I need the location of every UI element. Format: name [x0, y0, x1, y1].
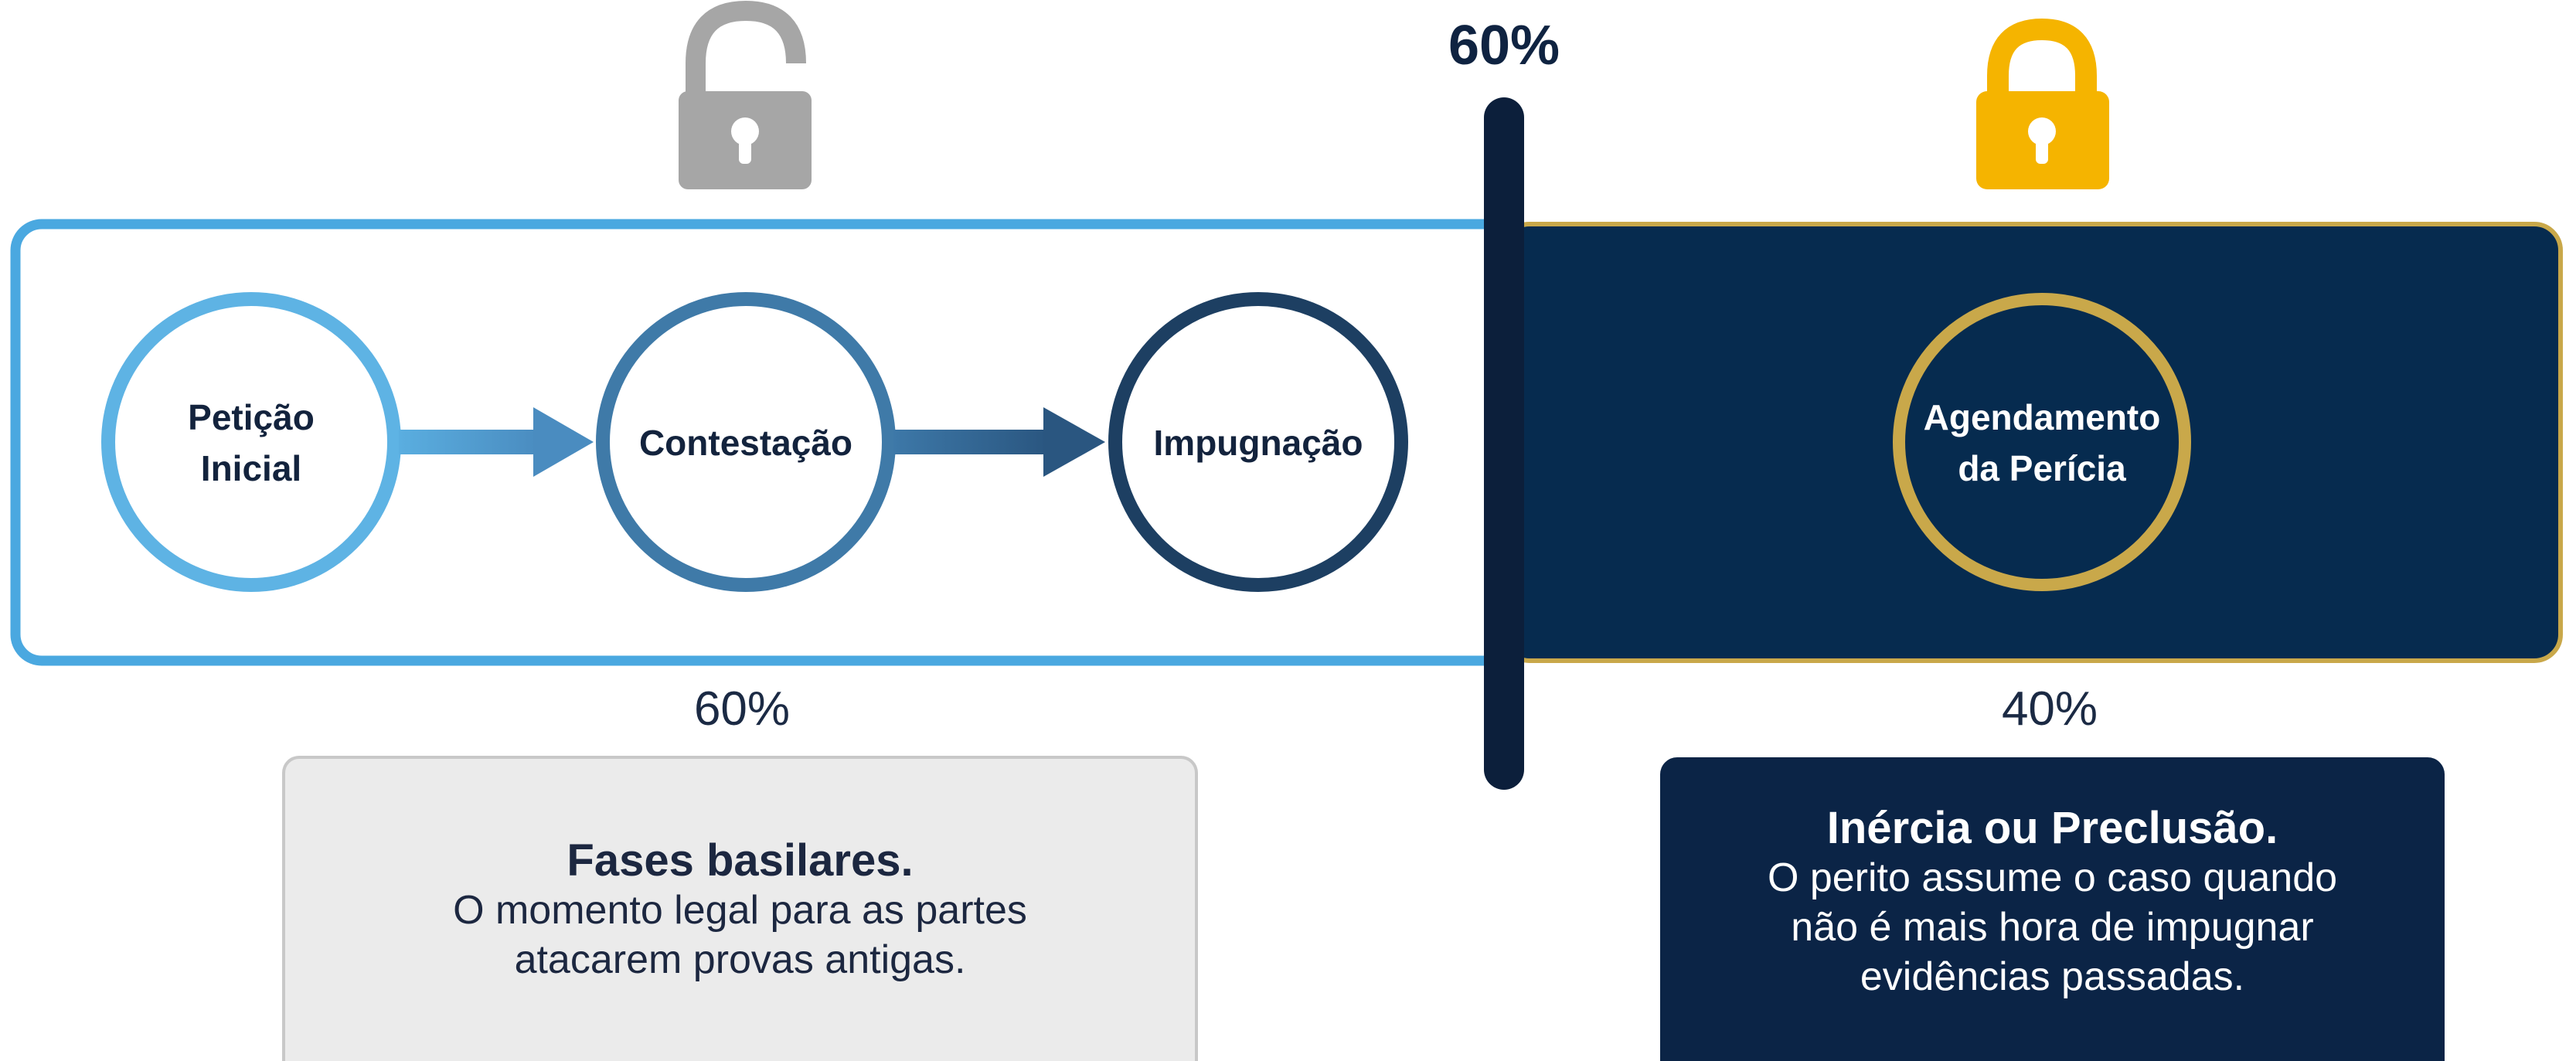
- left-percentage-label: 60%: [693, 682, 791, 736]
- step-label-impugnacao: Impugnação: [1153, 422, 1363, 463]
- left-caption-box: Fases basilares. O momento legal para as…: [282, 756, 1198, 1061]
- step-circle-agendamento: [1893, 293, 2191, 591]
- arrow-1-icon: [399, 407, 594, 477]
- step-label-contestacao: Contestação: [638, 422, 853, 463]
- step-label-peticao: Petição Inicial: [188, 396, 315, 488]
- divider-bar: [1484, 97, 1524, 790]
- step-label-agendamento: Agendamento da Perícia: [1923, 396, 2161, 488]
- padlock-open-icon: [679, 0, 812, 189]
- padlock-closed-icon: [1976, 18, 2109, 189]
- step-circle-peticao: [101, 292, 401, 592]
- right-caption-title: Inércia ou Preclusão.: [1826, 803, 2278, 853]
- left-caption-body: O momento legal para as partes atacarem …: [453, 888, 1027, 982]
- step-circle-impugnacao: [1108, 292, 1408, 592]
- split-percentage-label: 60%: [1448, 15, 1560, 77]
- left-caption-title: Fases basilares.: [567, 835, 914, 886]
- arrow-2-icon: [893, 407, 1105, 477]
- right-caption-body: O perito assume o caso quando não é mais…: [1767, 855, 2338, 999]
- right-percentage-label: 40%: [2001, 682, 2098, 736]
- step-circle-contestacao: [596, 292, 896, 592]
- right-caption-box: Inércia ou Preclusão. O perito assume o …: [1660, 757, 2445, 1061]
